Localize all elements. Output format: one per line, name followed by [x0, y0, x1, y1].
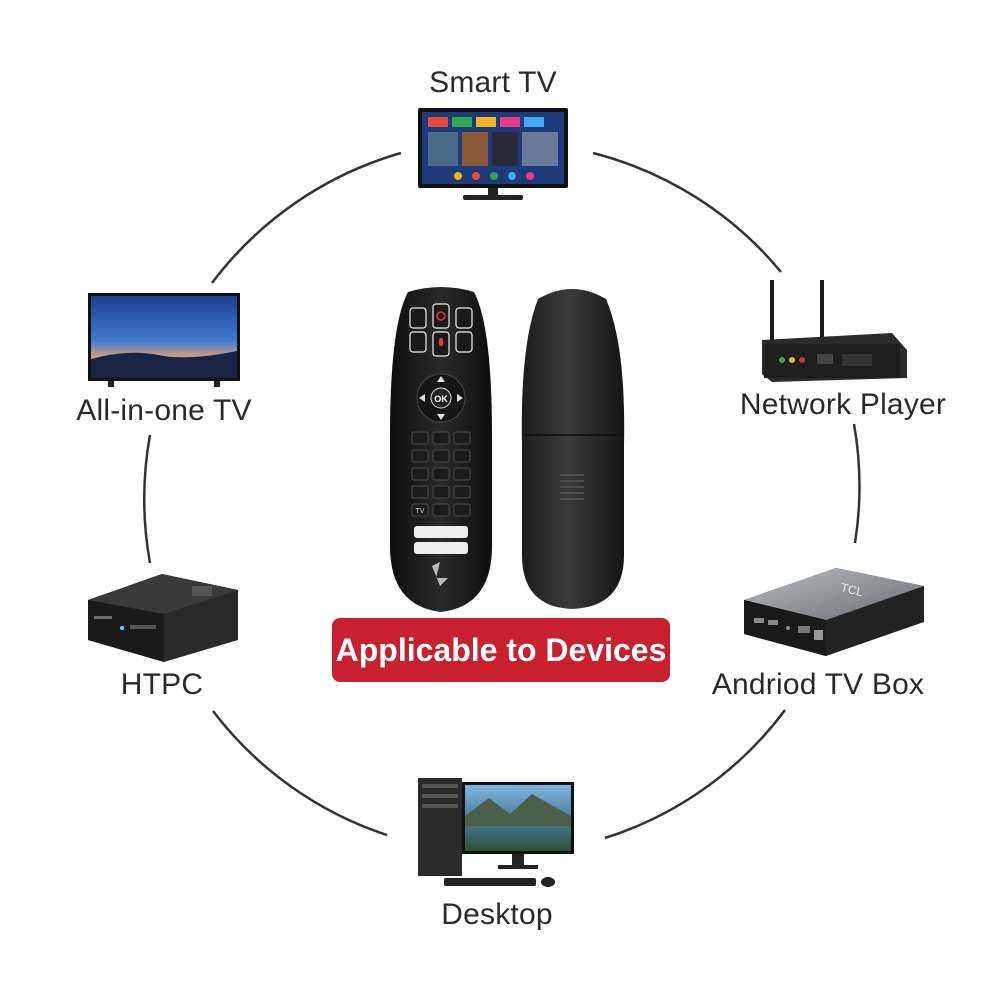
brand-logo-icon — [432, 562, 448, 586]
power-icon — [436, 311, 446, 321]
htpc-icon — [88, 574, 238, 662]
mic-icon — [439, 338, 443, 346]
smart-tv-icon — [418, 108, 568, 200]
device-label-desktop: Desktop — [441, 898, 553, 931]
network-player-icon — [762, 280, 907, 382]
remote-back — [521, 289, 625, 609]
remote-front: OK TV — [390, 287, 492, 612]
all-in-one-tv-icon — [88, 293, 240, 387]
device-label-network-player: Network Player — [739, 388, 947, 421]
desktop-icon — [418, 778, 574, 887]
device-label-smart-tv: Smart TV — [429, 66, 557, 99]
tcl-logo: TCL — [839, 580, 865, 599]
android-tv-box-icon: TCL — [744, 568, 924, 656]
ok-button-label: OK — [434, 394, 448, 404]
applicable-devices-banner: Applicable to Devices — [332, 618, 670, 682]
device-label-android-tv-box: Andriod TV Box — [711, 668, 925, 701]
device-label-all-in-one-tv: All-in-one TV — [76, 394, 252, 427]
tv-button-label: TV — [416, 508, 425, 515]
device-label-htpc: HTPC — [120, 668, 204, 701]
